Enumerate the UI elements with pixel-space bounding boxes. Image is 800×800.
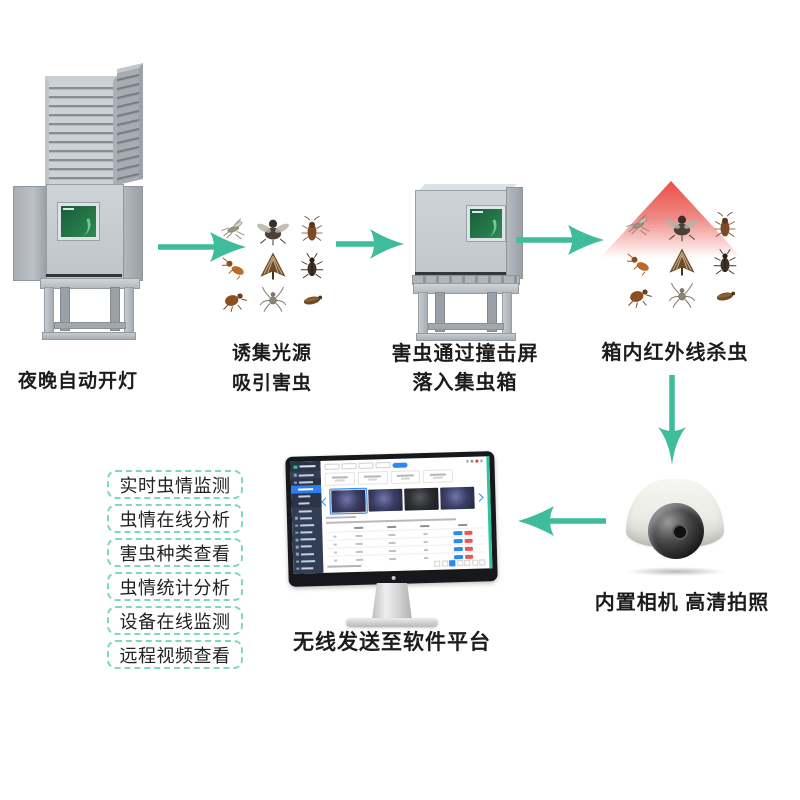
step6-label: 无线发送至软件平台 [293,631,491,654]
monitor-bezel [285,451,498,587]
spider-icon [258,284,288,314]
monitor-stand-neck [372,583,412,620]
flow-arrow-left [514,504,606,538]
seed-bug-icon [297,284,327,314]
beetle-icon [297,251,327,281]
killed-pests-grid [618,208,746,304]
feature-item: 害虫种类查看 [107,538,243,567]
seed-bug-icon [710,280,740,310]
pest-photo-thumbnail [404,487,439,511]
platform-photo-carousel [321,484,487,515]
platform-window-icons [465,459,483,463]
feature-item: 虫情在线分析 [107,504,243,533]
platform-filter-bar [324,461,408,471]
box-stand [413,283,519,343]
mosquito-icon [219,215,249,245]
termite-icon [624,247,654,277]
camera-lens-icon [671,523,688,540]
moth-icon [664,244,700,280]
platform-stat-cards [324,469,453,486]
monitor-screen [290,456,493,574]
lamp-louver-cage-side [117,62,143,185]
carousel-prev-icon [321,497,330,506]
monitor-stand-base [346,618,438,627]
platform-main-area [320,456,489,573]
beetle-icon [710,247,740,277]
flow-arrow-right-1 [158,230,248,264]
step1-label: 夜晚自动开灯 [17,371,138,392]
insect-trap-lamp [13,62,150,343]
software-platform-monitor [285,450,500,655]
step2-label: 诱集光源 吸引害虫 [231,343,312,394]
notification-dot-icon [474,459,478,463]
platform-sidebar [290,460,324,574]
flow-arrow-right-3 [516,223,606,257]
fly-icon [664,208,700,244]
platform-search-button [392,462,408,468]
monitor-logo-dot [391,575,396,581]
cockroach-icon [710,211,740,241]
lamp-stand [40,278,140,342]
lamp-display-screen [58,203,99,240]
pest-photo-thumbnail [440,486,475,510]
pest-photo-thumbnail [368,488,403,512]
pest-photo-thumbnail [329,487,368,515]
step5-label: 内置相机 高清拍照 [594,592,770,614]
feature-item: 实时虫情监测 [107,470,243,499]
lamp-louver-cage [45,76,117,195]
spider-icon [667,280,697,310]
step3-label: 害虫通过撞击屏 落入集虫箱 [391,343,539,394]
feature-list: 实时虫情监测 虫情在线分析 害虫种类查看 虫情统计分析 设备在线监测 远程视频查… [107,470,243,669]
collection-box-device [405,182,525,344]
feature-item: 虫情统计分析 [107,572,243,601]
lamp-open-door [13,186,47,281]
box-display-screen [467,206,505,241]
attracted-pests-grid [215,212,331,308]
flea-icon [219,284,249,314]
lamp-cabinet-side [123,186,143,281]
flea-icon [624,280,654,310]
fly-icon [255,212,291,248]
step4-label: 箱内红外线杀虫 [601,342,749,364]
dome-camera [624,475,728,577]
moth-icon [255,248,291,284]
lamp-slot [46,274,122,277]
platform-data-table [326,521,486,564]
cockroach-icon [297,215,327,245]
flow-arrow-right-2 [336,227,406,261]
mosquito-icon [624,211,654,241]
flow-arrow-down [655,373,689,468]
feature-item: 设备在线监测 [107,606,243,635]
carousel-next-icon [475,492,484,502]
feature-item: 远程视频查看 [107,640,243,669]
termite-icon [219,251,249,281]
